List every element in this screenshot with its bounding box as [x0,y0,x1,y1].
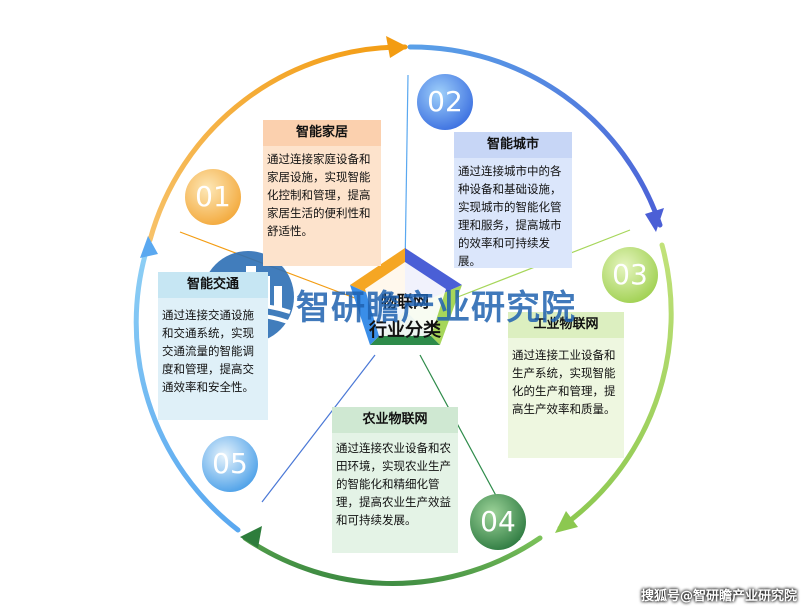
card-description: 通过连接城市中的各种设备和基础设施，实现城市的智能化管理和服务，提高城市的效率和… [458,164,562,268]
arrow-head-1 [386,36,408,58]
card-title: 农业物联网 [332,407,458,433]
card-agricultural-iot: 农业物联网 通过连接农业设备和农田环境，实现农业生产的智能化和精细化管理，提高农… [332,407,458,553]
number-label-04: 04 [480,505,516,538]
card-title: 智能家居 [263,120,381,146]
card-smart-home: 智能家居 通过连接家庭设备和家居设施，实现智能化控制和管理，提高家居生活的便利性… [263,120,381,266]
number-label-05: 05 [212,447,248,480]
card-description: 通过连接家庭设备和家居设施，实现智能化控制和管理，提高家居生活的便利性和舒适性。 [267,152,371,238]
center-title-line1: 物联网 [380,292,429,311]
number-label-01: 01 [195,180,231,213]
number-label-03: 03 [612,258,648,291]
arrow-head-2 [645,208,664,232]
number-label-02: 02 [427,85,463,118]
number-circle-02 [417,74,473,130]
card-title: 智能城市 [454,132,572,158]
number-circle-04 [470,494,526,550]
cycle-arc-blue [407,44,663,228]
card-industrial-iot: 工业物联网 通过连接工业设备和生产系统，实现智能化的生产和管理，提高生产效率和质… [508,312,624,458]
card-description: 通过连接工业设备和生产系统，实现智能化的生产和管理，提高生产效率和质量。 [512,348,616,416]
card-title: 智能交通 [158,272,268,298]
card-title: 工业物联网 [508,312,624,338]
card-smart-transport: 智能交通 通过连接交通设施和交通系统，实现交通流量的智能调度和管理，提高交通效率… [158,272,268,420]
arrow-head-5 [140,236,158,258]
arrow-head-3 [555,511,578,533]
number-circle-03 [602,247,658,303]
card-smart-city: 智能城市 通过连接城市中的各种设备和基础设施，实现城市的智能化管理和服务，提高城… [454,132,572,268]
footer-source: 搜狐号@智研瞻产业研究院 [640,589,797,604]
arrow-head-4 [240,526,262,548]
number-circle-01 [185,169,241,225]
cycle-arc-lime [557,242,674,531]
cycle-arc-green [242,535,543,586]
card-description: 通过连接交通设施和交通系统，实现交通流量的智能调度和管理，提高交通效率和安全性。 [162,308,254,394]
watermark-text: 智研瞻产业研究院 [296,288,576,328]
center-title-line2: 行业分类 [369,320,441,341]
cycle-arc-orange [147,44,408,243]
card-description: 通过连接农业设备和农田环境，实现农业生产的智能化和精细化管理，提高农业生产效益和… [336,441,451,527]
cycle-arc-sky [133,242,241,533]
number-circle-05 [202,436,258,492]
